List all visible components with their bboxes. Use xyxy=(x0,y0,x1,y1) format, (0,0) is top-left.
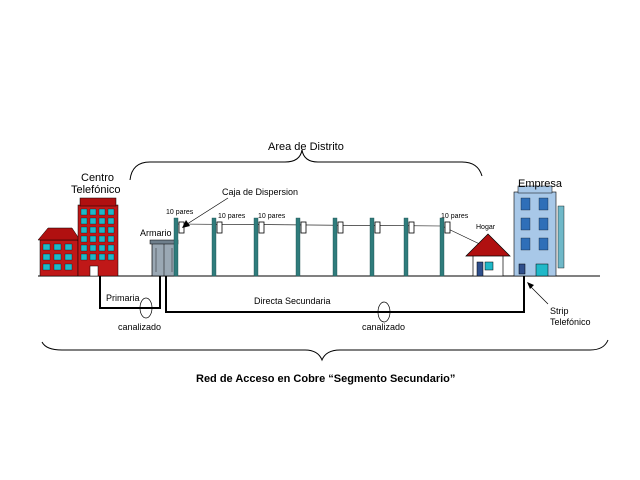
empresa-label: Empresa xyxy=(518,178,563,190)
centro-window xyxy=(53,263,62,271)
empresa-window xyxy=(538,217,549,231)
empresa-building xyxy=(513,185,565,277)
centro-window xyxy=(98,208,106,216)
canalizado-label-left: canalizado xyxy=(118,322,161,332)
strip-arrowhead xyxy=(527,282,534,289)
caja-dispersion-box xyxy=(300,221,307,234)
centro-window xyxy=(98,244,106,252)
centro-window xyxy=(42,263,51,271)
pares-label-4: 10 pares xyxy=(441,213,469,220)
centro-telefonico-building xyxy=(37,197,119,277)
pole xyxy=(295,217,301,277)
centro-window xyxy=(53,243,62,251)
pole xyxy=(332,217,338,277)
centro-window xyxy=(42,253,51,261)
caja-dispersion-box xyxy=(408,221,415,234)
pares-label-2: 10 pares xyxy=(218,213,246,220)
area-label: Area de Distrito xyxy=(268,141,344,153)
caja-dispersion-box xyxy=(258,221,265,234)
canalizado-ellipse-left xyxy=(139,297,153,319)
centro-window xyxy=(107,226,115,234)
centro-window xyxy=(98,217,106,225)
centro-window xyxy=(107,244,115,252)
centro-window xyxy=(89,253,97,261)
pole xyxy=(439,217,445,277)
centro-window xyxy=(107,235,115,243)
caja-label: Caja de Dispersion xyxy=(222,187,298,197)
centro-window xyxy=(89,226,97,234)
centro-window xyxy=(64,243,73,251)
centro-window xyxy=(80,244,88,252)
empresa-window xyxy=(520,217,531,231)
hogar-label: Hogar xyxy=(476,224,496,231)
centro-window xyxy=(107,208,115,216)
centro-label-line2: Telefónico xyxy=(71,184,121,196)
empresa-window xyxy=(520,197,531,211)
centro-label-line1: Centro xyxy=(81,172,114,184)
bottom-brace xyxy=(41,339,609,362)
empresa-window xyxy=(538,237,549,251)
centro-window xyxy=(64,263,73,271)
directa-label: Directa Secundaria xyxy=(254,296,331,306)
caja-dispersion-box xyxy=(216,221,223,234)
strip-label-line2: Telefónico xyxy=(550,317,591,327)
armario-cabinet xyxy=(149,239,179,277)
centro-window xyxy=(80,208,88,216)
caja-dispersion-box xyxy=(374,221,381,234)
centro-window xyxy=(80,226,88,234)
armario-label: Armario xyxy=(140,228,172,238)
caja-arrowhead xyxy=(182,220,190,228)
centro-window xyxy=(80,217,88,225)
centro-window xyxy=(80,235,88,243)
centro-window xyxy=(89,217,97,225)
pole xyxy=(253,217,259,277)
caja-arrow xyxy=(183,197,229,227)
centro-window xyxy=(42,243,51,251)
caja-dispersion-box xyxy=(337,221,344,234)
caja-dispersion-box xyxy=(444,221,451,234)
centro-window xyxy=(89,208,97,216)
canalizado-ellipse-right xyxy=(377,301,391,323)
canalizado-label-right: canalizado xyxy=(362,322,405,332)
primaria-label: Primaria xyxy=(106,293,140,303)
pole xyxy=(211,217,217,277)
empresa-window xyxy=(538,197,549,211)
centro-window xyxy=(98,226,106,234)
primaria-cable xyxy=(99,276,161,309)
centro-window xyxy=(98,235,106,243)
pares-label-3: 10 pares xyxy=(258,213,286,220)
strip-label-line1: Strip xyxy=(550,306,569,316)
pole xyxy=(369,217,375,277)
area-brace xyxy=(129,149,483,181)
pole xyxy=(173,217,179,277)
centro-window xyxy=(98,253,106,261)
centro-window xyxy=(107,253,115,261)
strip-arrow xyxy=(529,285,549,305)
centro-window xyxy=(107,217,115,225)
empresa-window xyxy=(520,237,531,251)
centro-window xyxy=(53,253,62,261)
directa-secundaria-cable xyxy=(165,276,525,313)
centro-window xyxy=(64,253,73,261)
diagram-caption: Red de Acceso en Cobre “Segmento Secunda… xyxy=(196,373,455,385)
centro-window xyxy=(80,253,88,261)
hogar-house xyxy=(465,233,511,277)
centro-window xyxy=(89,244,97,252)
centro-window xyxy=(89,235,97,243)
pares-label-1: 10 pares xyxy=(166,209,194,216)
pole xyxy=(403,217,409,277)
